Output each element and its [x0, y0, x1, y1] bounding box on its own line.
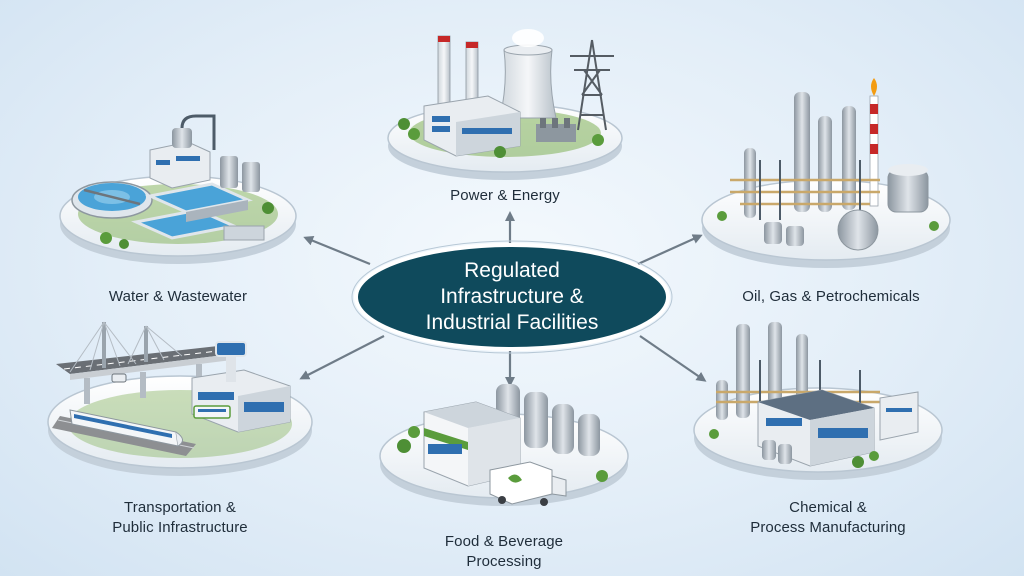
- label-chemical-line-1: Chemical &: [789, 499, 867, 516]
- label-oil-gas-petrochemicals: Oil, Gas & Petrochemicals: [706, 287, 956, 307]
- label-food-beverage: Food & Beverage Processing: [404, 532, 604, 572]
- power-plant-icon: [387, 29, 623, 180]
- arrow-to-transport: [299, 335, 385, 380]
- label-transportation-line-1: Transportation &: [124, 499, 236, 516]
- label-transportation-line-2: Public Infrastructure: [112, 519, 248, 536]
- label-oil-gas-line-1: Oil, Gas & Petrochemicals: [742, 288, 920, 305]
- label-water-wastewater: Water & Wastewater: [78, 287, 278, 307]
- label-water-wastewater-line-1: Water & Wastewater: [108, 288, 248, 305]
- food-plant-icon: [379, 384, 629, 506]
- transport-hub-icon: [47, 321, 313, 476]
- connector-arrows: [299, 211, 707, 387]
- water-treatment-icon: [59, 114, 297, 264]
- hub-title: Regulated Infrastructure & Industrial Fa…: [372, 252, 652, 342]
- hub-title-line-3: Industrial Facilities: [425, 311, 599, 334]
- label-transportation: Transportation & Public Infrastructure: [60, 498, 300, 538]
- hub-node: [351, 240, 673, 354]
- refinery-icon: [701, 78, 951, 268]
- label-power-energy-line-1: Power & Energy: [450, 187, 560, 204]
- chemical-plant-icon: [693, 322, 943, 480]
- hub-title-line-2: Infrastructure &: [440, 285, 584, 308]
- arrow-to-chemical: [639, 335, 707, 382]
- label-food-beverage-line-2: Processing: [466, 553, 542, 570]
- label-chemical-line-2: Process Manufacturing: [750, 519, 906, 536]
- arrow-to-oil: [637, 234, 703, 266]
- label-food-beverage-line-1: Food & Beverage: [444, 533, 564, 550]
- label-chemical-manufacturing: Chemical & Process Manufacturing: [708, 498, 948, 538]
- hub-title-line-1: Regulated: [464, 259, 560, 282]
- label-power-energy: Power & Energy: [405, 186, 605, 206]
- arrow-to-water: [303, 236, 371, 266]
